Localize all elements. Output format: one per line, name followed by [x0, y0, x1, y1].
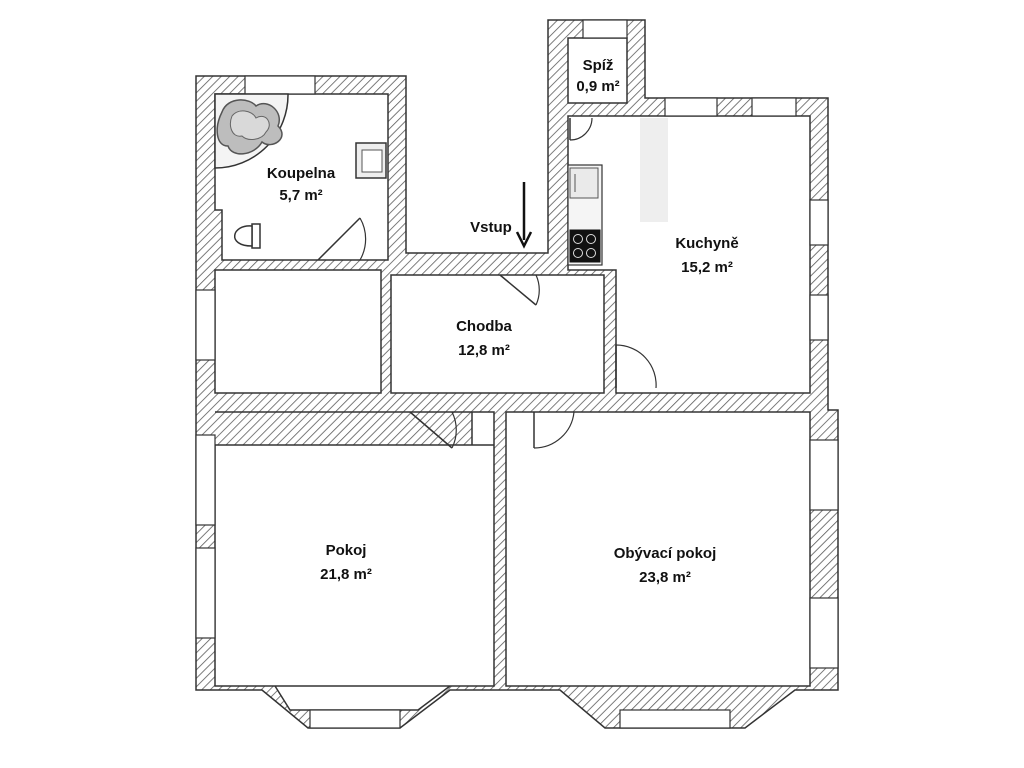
room-name: Obývací pokoj: [614, 545, 717, 562]
sink: [355, 142, 387, 179]
window: [751, 97, 797, 117]
room-name: Koupelna: [267, 165, 336, 182]
door: [409, 411, 457, 449]
room-name: Pokoj: [326, 542, 367, 559]
window: [244, 75, 316, 95]
door: [533, 411, 575, 449]
room-area: 15,2 m²: [681, 259, 733, 276]
kitchen-sink: [569, 167, 599, 199]
room-name: Chodba: [456, 318, 512, 335]
room-obyvaci-pokoj: Obývací pokoj 23,8 m²: [614, 545, 717, 586]
toilet: [233, 223, 261, 249]
room-area: 5,7 m²: [279, 187, 322, 204]
door: [499, 274, 540, 306]
bathtub: [214, 93, 289, 169]
door: [615, 344, 657, 389]
room-name: Kuchyně: [675, 235, 738, 252]
entrance-arrow-icon: [515, 182, 533, 249]
window: [809, 294, 829, 341]
room-area: 12,8 m²: [458, 342, 510, 359]
room-chodba: Chodba 12,8 m²: [456, 318, 512, 359]
window: [809, 597, 839, 669]
room-area: 23,8 m²: [639, 569, 691, 586]
room-kuchyne: Kuchyně 15,2 m²: [675, 235, 738, 276]
window: [664, 97, 718, 117]
window: [582, 19, 628, 39]
room-pokoj: Pokoj 21,8 m²: [320, 542, 372, 583]
window: [195, 434, 216, 526]
room-area: 0,9 m²: [576, 78, 619, 95]
door: [569, 117, 593, 141]
window: [809, 199, 829, 246]
room-spiz: Spíž 0,9 m²: [576, 57, 619, 95]
room-koupelna: Koupelna 5,7 m²: [267, 165, 336, 204]
doors: [317, 117, 657, 449]
stove: [569, 229, 601, 263]
entrance-label: Vstup: [470, 219, 512, 236]
windows: [195, 19, 839, 729]
window: [809, 439, 839, 511]
window: [195, 547, 216, 639]
window: [195, 289, 216, 361]
kitchen-island: [640, 118, 668, 222]
window: [619, 709, 731, 729]
room-area: 21,8 m²: [320, 566, 372, 583]
walls: [195, 19, 839, 729]
window: [309, 709, 401, 729]
door: [317, 217, 367, 261]
room-name: Spíž: [583, 57, 614, 74]
